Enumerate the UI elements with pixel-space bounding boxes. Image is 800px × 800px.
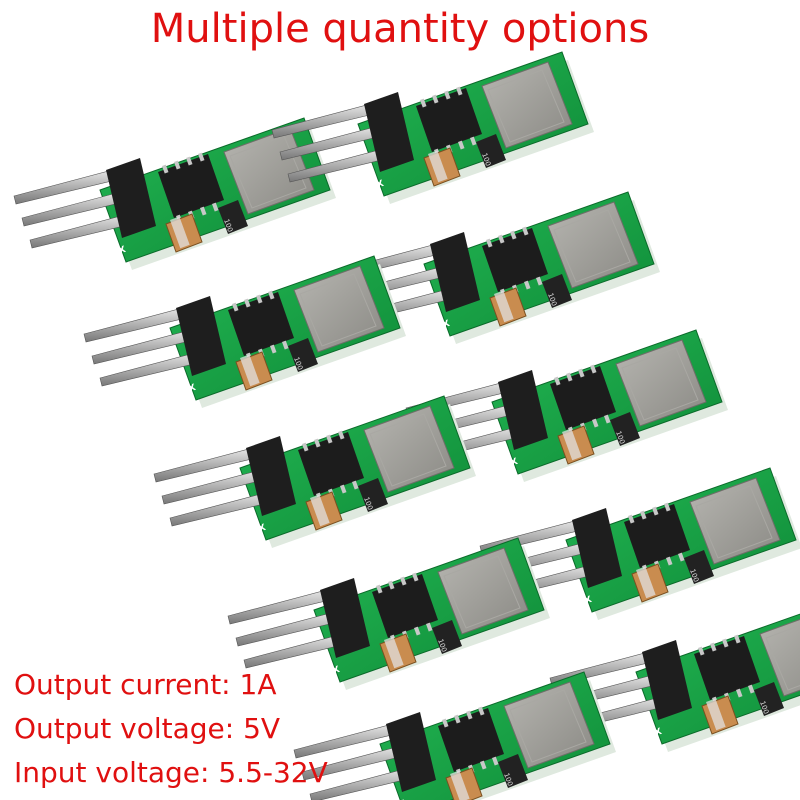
module-10 [293, 671, 617, 800]
banner-title: Multiple quantity options [150, 6, 650, 52]
module-4 [83, 255, 407, 409]
module-1 [13, 117, 337, 271]
spec-output-current: Output current: 1A [14, 668, 277, 701]
spec-output-voltage: Output voltage: 5V [14, 712, 281, 745]
spec-input-voltage: Input voltage: 5.5-32V [14, 756, 328, 789]
module-6 [153, 395, 477, 549]
